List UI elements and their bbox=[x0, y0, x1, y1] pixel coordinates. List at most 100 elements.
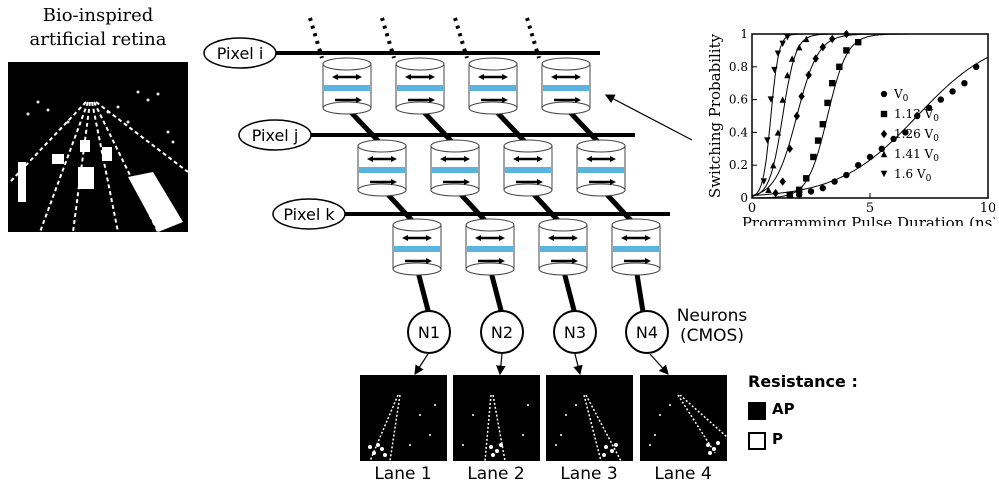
data-point bbox=[764, 137, 771, 144]
data-point bbox=[796, 191, 803, 198]
data-point bbox=[831, 178, 838, 185]
mtj-cell bbox=[392, 218, 442, 276]
data-point bbox=[855, 162, 862, 169]
data-point bbox=[784, 71, 791, 79]
p-label: P bbox=[772, 430, 783, 448]
p-swatch bbox=[748, 432, 766, 450]
ap-label: AP bbox=[772, 400, 795, 418]
data-point bbox=[760, 178, 767, 185]
x-tick-label: 0 bbox=[748, 201, 756, 216]
retina-title-line2: artificial retina bbox=[29, 29, 167, 50]
data-point bbox=[843, 171, 850, 179]
data-point bbox=[836, 63, 843, 70]
legend-label: 1.26 V0 bbox=[894, 127, 939, 144]
data-point bbox=[767, 96, 775, 103]
x-axis-label: Programming Pulse Duration (ns) bbox=[742, 214, 995, 226]
legend-label: 1.13 V0 bbox=[894, 107, 939, 124]
lane-4-label: Lane 4 bbox=[654, 464, 712, 484]
data-point bbox=[829, 80, 836, 87]
data-point bbox=[803, 35, 810, 43]
lane-3-label: Lane 3 bbox=[560, 464, 618, 484]
legend-marker bbox=[880, 129, 888, 139]
x-tick-label: 5 bbox=[866, 201, 874, 216]
pixel-k-label-group bbox=[272, 198, 346, 230]
data-point bbox=[824, 99, 831, 107]
data-point bbox=[925, 104, 933, 112]
data-point bbox=[819, 121, 826, 128]
data-point bbox=[774, 129, 782, 136]
data-point bbox=[805, 70, 812, 80]
x-tick-label: 10 bbox=[980, 201, 995, 216]
neuron-n4: N4 bbox=[636, 323, 658, 342]
cell-to-plot-arrow bbox=[604, 94, 693, 141]
data-point bbox=[878, 145, 885, 152]
data-point bbox=[774, 50, 782, 57]
data-point bbox=[890, 135, 897, 143]
neurons-caption: Neurons (CMOS) bbox=[672, 306, 752, 346]
ap-swatch bbox=[748, 402, 766, 420]
retina-title: Bio-inspired artificial retina bbox=[8, 4, 188, 52]
data-point bbox=[814, 137, 822, 144]
data-point bbox=[784, 34, 791, 41]
pixel-j-label: Pixel j bbox=[252, 126, 299, 145]
data-point bbox=[770, 162, 777, 169]
mtj-cell bbox=[538, 218, 588, 276]
pixel-i-label: Pixel i bbox=[217, 44, 264, 63]
y-axis-label: Switching Probability bbox=[706, 33, 724, 198]
data-point bbox=[914, 112, 921, 120]
data-point bbox=[796, 43, 803, 51]
lane-1-label: Lane 1 bbox=[374, 464, 432, 484]
data-point bbox=[796, 186, 803, 193]
mtj-cell bbox=[357, 139, 407, 197]
mtj-cell bbox=[503, 139, 553, 197]
mtj-cell bbox=[395, 57, 445, 115]
data-point bbox=[779, 96, 786, 103]
plot-frame bbox=[751, 33, 989, 199]
y-tick-label: 0.2 bbox=[729, 158, 748, 172]
neuron-output-arrows bbox=[414, 353, 669, 376]
legend-marker bbox=[880, 150, 888, 158]
data-point bbox=[949, 88, 956, 95]
neuron-circles bbox=[407, 310, 669, 354]
mtj-cell bbox=[611, 218, 661, 276]
data-point bbox=[765, 186, 772, 193]
legend-marker bbox=[880, 90, 888, 98]
data-point bbox=[961, 80, 968, 87]
data-point bbox=[902, 129, 909, 136]
data-point bbox=[855, 39, 862, 46]
data-point bbox=[829, 34, 836, 44]
neuron-n2: N2 bbox=[491, 323, 513, 342]
y-tick-label: 0 bbox=[740, 191, 748, 205]
data-point bbox=[803, 175, 810, 182]
lane-2-image bbox=[453, 375, 540, 461]
data-point bbox=[786, 191, 793, 198]
legend-label: 1.41 V0 bbox=[894, 147, 939, 164]
fit-curve bbox=[751, 33, 988, 198]
data-point bbox=[973, 63, 980, 70]
mtj-cell bbox=[322, 57, 372, 115]
legend-label: 1.6 V0 bbox=[894, 167, 932, 184]
pixel-i-label-group bbox=[203, 37, 277, 69]
neurons-caption-line1: Neurons bbox=[676, 306, 748, 326]
y-tick-label: 0.4 bbox=[729, 125, 748, 139]
mtj-cell bbox=[541, 57, 591, 115]
pixel-j-label-group bbox=[238, 119, 312, 151]
legend-marker bbox=[880, 110, 888, 118]
resistance-title: Resistance : bbox=[748, 372, 858, 391]
data-point bbox=[810, 153, 817, 161]
y-tick-label: 0.6 bbox=[729, 93, 748, 107]
lane-4-image bbox=[640, 375, 727, 461]
lane-1-image bbox=[360, 375, 447, 461]
retina-road-image bbox=[8, 62, 188, 232]
mtj-cell bbox=[430, 139, 480, 197]
retina-title-line1: Bio-inspired bbox=[42, 5, 154, 26]
neurons-caption-line2: (CMOS) bbox=[680, 326, 744, 346]
lane-2-label: Lane 2 bbox=[467, 464, 525, 484]
y-tick-label: 1 bbox=[740, 27, 748, 41]
lane-3-image bbox=[546, 375, 633, 461]
neuron-n1: N1 bbox=[418, 323, 440, 342]
y-tick-label: 0.8 bbox=[729, 60, 748, 74]
